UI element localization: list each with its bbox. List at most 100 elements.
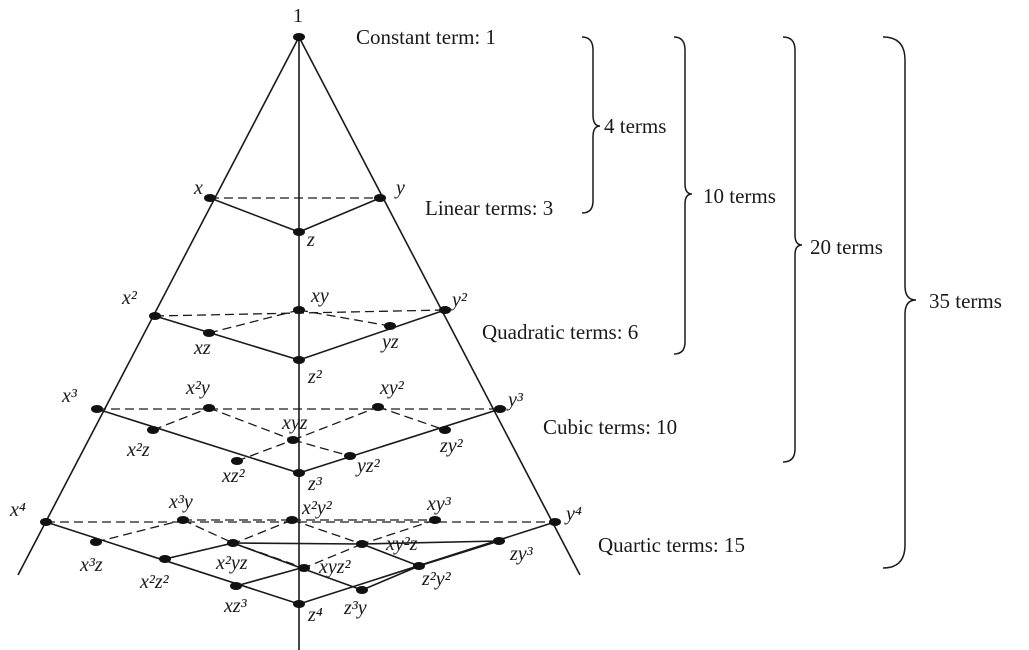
dot-xy2z <box>356 540 368 548</box>
brace-10-terms-label: 10 terms <box>703 184 776 208</box>
label-y: y <box>394 177 405 199</box>
brace-20-terms <box>782 36 803 463</box>
quartic-inner-h <box>300 567 363 591</box>
dot-z <box>293 228 305 236</box>
brace-20-terms-label: 20 terms <box>810 235 883 259</box>
dot-yz <box>384 322 396 330</box>
dot-x2z <box>147 426 159 434</box>
dot-x2 <box>149 312 161 320</box>
dot-xz2 <box>231 457 243 465</box>
dot-xy3 <box>429 516 441 524</box>
right-edge <box>298 36 581 576</box>
quartic-inner-g <box>235 567 302 587</box>
quartic-edge-left <box>45 521 300 605</box>
label-z: z <box>306 229 315 251</box>
level-linear-label: Linear terms: 3 <box>425 196 553 220</box>
label-x2z: x²z <box>126 439 150 461</box>
quartic-inner-b <box>232 542 363 545</box>
dot-yz2 <box>344 452 356 460</box>
quadratic-edge-left <box>154 315 300 361</box>
quartic-dash-c <box>182 519 234 544</box>
dot-xy <box>293 306 305 314</box>
dot-x <box>204 194 216 202</box>
dot-y <box>374 194 386 202</box>
label-x3: x³ <box>61 385 78 407</box>
dot-x4 <box>40 518 52 526</box>
label-zy2: zy² <box>439 435 464 457</box>
quadratic-edge-right <box>298 309 446 361</box>
dot-y3 <box>494 405 506 413</box>
label-xy2z: xy²z <box>385 533 418 555</box>
brace-4-terms-label: 4 terms <box>604 114 666 138</box>
label-xy3: xy³ <box>426 493 452 515</box>
label-xyz2: xyz² <box>318 556 352 578</box>
quartic-inner-d <box>232 542 302 569</box>
cubic-dash-d <box>377 406 446 431</box>
label-x3z: x³z <box>79 554 103 576</box>
label-x2z2: x²z² <box>139 571 170 593</box>
level-labels: Constant term: 1 Linear terms: 3 Quadrat… <box>356 25 745 557</box>
brace-labels: 4 terms 10 terms 20 terms 35 terms <box>604 114 1002 313</box>
label-xz3: xz³ <box>223 595 248 617</box>
cubic-dash-c <box>292 406 379 441</box>
quartic-inner-f <box>418 540 500 567</box>
label-xyz: xyz <box>281 412 308 434</box>
quartic-dash-i <box>303 543 363 569</box>
dot-z2y2 <box>413 562 425 570</box>
brace-35-terms <box>882 36 917 569</box>
dot-xyz2 <box>298 564 310 572</box>
dot-xyz <box>287 436 299 444</box>
label-x2: x² <box>121 287 138 309</box>
dot-1 <box>293 33 305 41</box>
label-y4: y⁴ <box>564 503 582 525</box>
level-quartic-label: Quartic terms: 15 <box>598 533 745 557</box>
label-x2y: x²y <box>185 377 210 399</box>
dot-z3y <box>356 586 368 594</box>
monomial-labels: 1 x y z x² y² xy xz yz z² x³ y³ x²y xy² … <box>9 5 582 626</box>
label-x2y2: x²y² <box>301 497 333 519</box>
quartic-dash-a <box>95 519 184 543</box>
dot-x3 <box>91 405 103 413</box>
brace-4-terms <box>581 36 601 214</box>
dot-y2 <box>439 306 451 314</box>
quartic-dash-e <box>291 519 363 545</box>
dot-x2y <box>203 404 215 412</box>
dot-z2 <box>293 356 305 364</box>
label-x2yz: x²yz <box>215 552 248 574</box>
label-z4: z⁴ <box>307 604 323 626</box>
level-constant-label: Constant term: 1 <box>356 25 496 49</box>
cubic-edge-right <box>298 408 501 474</box>
linear-edge-right <box>298 197 381 233</box>
quartic-inner-e <box>361 543 420 567</box>
quartic-inner-a <box>164 542 234 560</box>
level-quadratic-label: Quadratic terms: 6 <box>482 320 638 344</box>
cubic-dash-e <box>236 439 294 462</box>
linear-edge-left <box>209 197 300 233</box>
dot-y4 <box>549 518 561 526</box>
quartic-dash-h <box>232 542 305 569</box>
cubic-dash-a <box>152 407 210 431</box>
brace-35-terms-label: 35 terms <box>929 289 1002 313</box>
label-z3: z³ <box>307 473 323 495</box>
dot-zy3 <box>493 537 505 545</box>
level-cubic-label: Cubic terms: 10 <box>543 415 677 439</box>
dot-xz3 <box>230 582 242 590</box>
label-yz2: yz² <box>355 455 381 477</box>
label-yz: yz <box>380 331 399 353</box>
dot-x2y2 <box>286 516 298 524</box>
quadratic-dash-b <box>298 309 391 327</box>
dot-x3y <box>177 516 189 524</box>
label-x3y: x³y <box>168 491 193 513</box>
dot-x3z <box>90 538 102 546</box>
left-edge <box>17 36 300 576</box>
quartic-dash-d <box>234 519 293 544</box>
label-z2y2: z²y² <box>421 568 452 590</box>
quartic-dash-g <box>361 519 436 545</box>
label-y3: y³ <box>506 389 524 411</box>
label-x4: x⁴ <box>9 499 26 521</box>
dot-zy2 <box>439 426 451 434</box>
label-y2: y² <box>450 289 468 311</box>
cubic-dash-f <box>292 439 351 457</box>
dot-x2z2 <box>159 555 171 563</box>
dot-z4 <box>293 600 305 608</box>
